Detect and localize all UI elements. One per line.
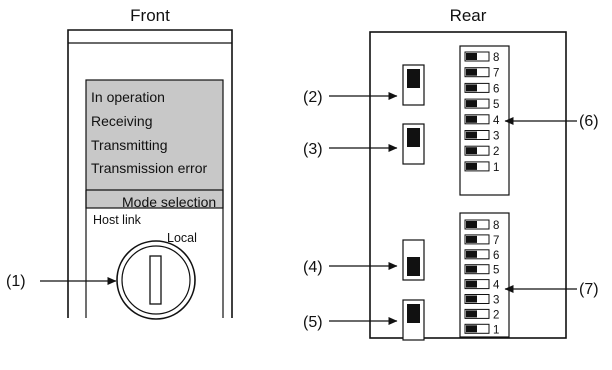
callout-2: (2)	[303, 89, 323, 106]
dip-switch-number: 4	[493, 280, 500, 292]
dip-switch-position[interactable]: 5	[464, 264, 499, 277]
dip-switch-number: 8	[493, 220, 499, 232]
mode-option-host-link: Host link	[93, 213, 142, 227]
rear-title: Rear	[450, 6, 487, 25]
indicator-transmitting: Transmitting	[91, 137, 168, 153]
mode-selection-panel: Mode selection Host link Local	[85, 189, 224, 318]
dip-switch-position[interactable]: 4	[464, 279, 500, 292]
dip-switch-position[interactable]: 4	[464, 114, 500, 127]
indicator-panel: In operation Receiving Transmitting Tran…	[85, 79, 224, 209]
dip-switch-number: 1	[493, 324, 499, 336]
dip-switch-position[interactable]: 5	[464, 98, 499, 111]
dip-switch-upper[interactable]: 8 7 6 5 4 3 2 1	[459, 45, 510, 196]
callout-6: (6)	[579, 113, 599, 130]
dip-switch-position[interactable]: 1	[464, 323, 499, 336]
mode-option-local: Local	[167, 231, 197, 245]
dip-switch-position[interactable]: 7	[464, 234, 499, 247]
dip-switch-number: 4	[493, 115, 500, 127]
front-title: Front	[130, 6, 170, 25]
dip-switch-number: 1	[493, 162, 499, 174]
dip-switch-number: 6	[493, 250, 499, 262]
callout-5: (5)	[303, 314, 323, 331]
mode-selection-title: Mode selection	[122, 194, 216, 210]
callout-3: (3)	[303, 141, 323, 158]
dip-switch-number: 6	[493, 83, 499, 95]
dip-switch-position[interactable]: 6	[464, 82, 499, 95]
dip-switch-position[interactable]: 3	[464, 130, 499, 143]
dip-switch-number: 3	[493, 295, 499, 307]
dip-switch-number: 7	[493, 68, 499, 80]
dip-switch-number: 2	[493, 146, 499, 158]
callout-7: (7)	[579, 281, 599, 298]
indicator-receiving: Receiving	[91, 113, 152, 129]
mode-selector-knob[interactable]	[116, 240, 196, 320]
dip-switch-position[interactable]: 8	[464, 51, 499, 64]
indicator-in-operation: In operation	[91, 89, 165, 105]
dip-switch-position[interactable]: 8	[464, 219, 499, 232]
dip-switch-number: 5	[493, 99, 499, 111]
dip-switch-position[interactable]: 1	[464, 161, 499, 174]
slide-switch-3[interactable]	[402, 123, 425, 165]
dip-switch-position[interactable]: 7	[464, 67, 499, 80]
indicator-transmission-error: Transmission error	[91, 160, 208, 176]
dip-switch-position[interactable]: 6	[464, 249, 499, 262]
dip-switch-number: 3	[493, 131, 499, 143]
slide-switch-4[interactable]	[402, 239, 425, 281]
dip-switch-number: 5	[493, 265, 499, 277]
callout-4: (4)	[303, 259, 323, 276]
callout-1: (1)	[6, 273, 26, 290]
dip-switch-number: 8	[493, 52, 499, 64]
dip-switch-position[interactable]: 2	[464, 308, 499, 321]
dip-switch-position[interactable]: 2	[464, 145, 499, 158]
slide-switch-5[interactable]	[402, 299, 425, 341]
dip-switch-lower[interactable]: 8 7 6 5 4 3 2 1	[459, 212, 510, 338]
slide-switch-2[interactable]	[402, 64, 425, 106]
dip-switch-position[interactable]: 3	[464, 294, 499, 307]
dip-switch-number: 7	[493, 235, 499, 247]
dip-switch-number: 2	[493, 309, 499, 321]
front-panel	[67, 29, 233, 318]
